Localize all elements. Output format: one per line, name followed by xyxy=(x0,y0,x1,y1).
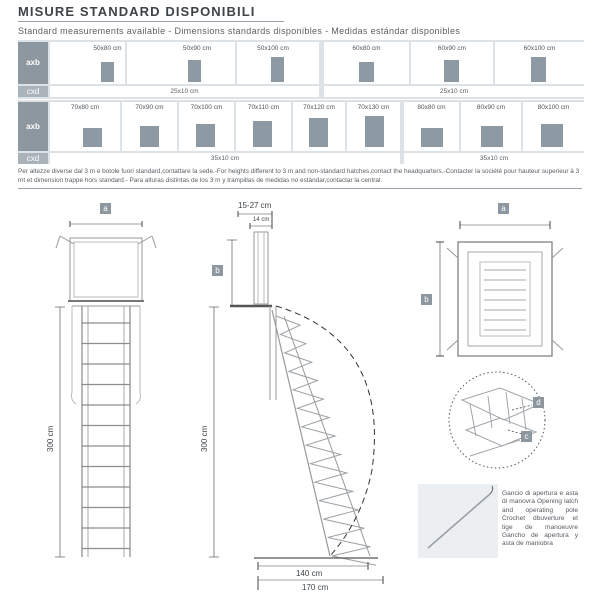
size-label: 70x120 cm xyxy=(303,104,335,111)
size-label: 70x80 cm xyxy=(70,104,100,111)
side-depth-170-dimension: 170 cm xyxy=(302,583,329,592)
detail-view xyxy=(448,371,546,469)
hatch-size-shape xyxy=(188,60,201,82)
size-label: 50x80 cm xyxy=(93,45,122,52)
title-underline xyxy=(18,21,284,22)
dimension-label-a-top: a xyxy=(498,203,509,214)
hatch-size-shape xyxy=(481,126,503,147)
cxd-value: 35x10 cm xyxy=(404,153,584,164)
side-depth-140-dimension: 140 cm xyxy=(296,569,323,578)
size-label: 70x130 cm xyxy=(357,104,390,111)
cxd-value: 25x10 cm xyxy=(324,86,584,97)
hatch-size-shape xyxy=(140,126,159,147)
hatch-size-shape xyxy=(531,57,546,82)
front-height-dimension: 300 cm xyxy=(46,425,55,452)
hatch-size-shape xyxy=(271,57,284,82)
dimension-label-a-front: a xyxy=(100,203,111,214)
page-subtitle: Standard measurements available - Dimens… xyxy=(18,26,461,36)
dimension-label-b-top: b xyxy=(421,294,432,305)
hatch-size-shape xyxy=(83,128,102,147)
hatch-size-shape xyxy=(309,118,328,147)
size-label: 80x80 cm xyxy=(417,104,446,111)
hatch-size-shape xyxy=(421,128,443,147)
detail-label-c: c xyxy=(521,431,532,442)
size-label: 50x90 cm xyxy=(182,45,212,52)
side-height-dimension: 300 cm xyxy=(200,425,209,452)
table-1-cell xyxy=(127,42,235,84)
hatch-size-shape xyxy=(444,60,459,82)
hatch-size-shape xyxy=(365,116,384,147)
table-2-cxd-label: cxd xyxy=(18,153,48,164)
hatch-size-shape xyxy=(101,62,114,82)
size-label: 70x100 cm xyxy=(190,104,223,111)
detail-label-d: d xyxy=(533,397,544,408)
size-label: 70x110 cm xyxy=(247,104,280,111)
hatch-size-shape xyxy=(541,124,563,147)
hatch-size-shape xyxy=(359,62,374,82)
size-label: 60x100 cm xyxy=(523,45,556,52)
size-label: 80x100 cm xyxy=(537,104,570,111)
size-label: 60x80 cm xyxy=(352,45,381,52)
front-view-ladder xyxy=(55,221,157,557)
cxd-value: 35x10 cm xyxy=(50,153,400,164)
size-label: 50x100 cm xyxy=(257,45,289,52)
side-inner-width-dimension: 14 cm xyxy=(253,217,270,223)
custom-size-note: Per altezze diverse dal 3 m e botole fuo… xyxy=(18,168,580,184)
page-title: MISURE STANDARD DISPONIBILI xyxy=(18,4,256,19)
hatch-size-shape xyxy=(196,124,215,147)
table-1-cxd-label: cxd xyxy=(18,86,48,97)
size-label: 70x90 cm xyxy=(135,104,164,111)
table-1-axb-label: axb xyxy=(18,42,48,84)
size-label: 60x90 cm xyxy=(437,45,467,52)
top-view-hatch xyxy=(436,221,564,357)
note-divider xyxy=(18,188,582,189)
side-top-width-dimension: 15-27 cm xyxy=(238,201,272,210)
hatch-size-shape xyxy=(253,121,272,147)
pole-caption: Gancio di apertura e asta di manovra Ope… xyxy=(502,490,578,548)
side-view-ladder xyxy=(230,211,378,566)
cxd-value: 25x10 cm xyxy=(50,86,319,97)
table-2-axb-label: axb xyxy=(18,102,48,151)
operating-pole-icon xyxy=(418,484,498,558)
dimension-label-b-side: b xyxy=(212,265,223,276)
size-label: 80x90 cm xyxy=(476,104,506,111)
